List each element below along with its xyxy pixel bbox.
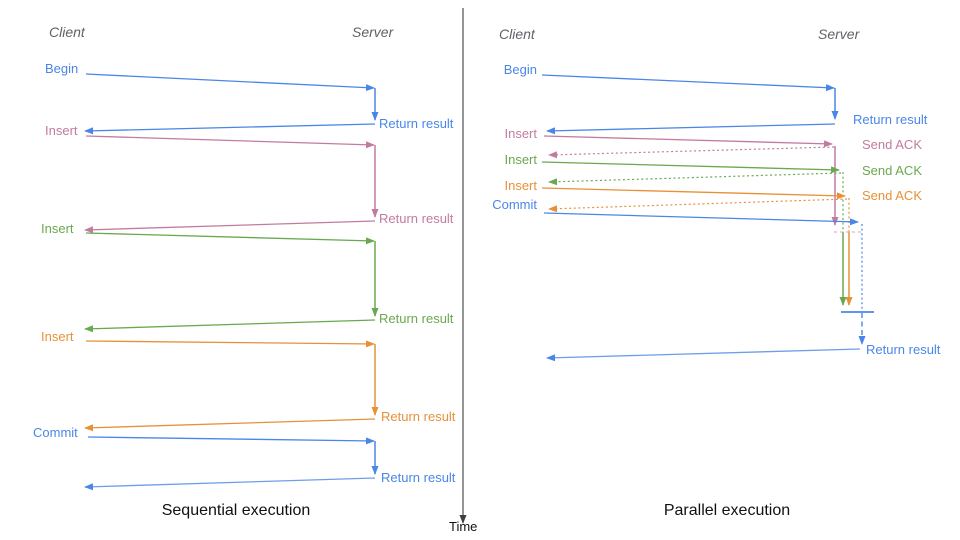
seq-begin-request-arrow [85, 73, 375, 92]
seq-op-begin-label: Begin [45, 61, 79, 76]
seq-return-result-3: Return result [379, 311, 454, 326]
seq-op-insert3-label: Insert [41, 329, 74, 344]
par-final-return-arrow [546, 348, 861, 362]
seq-client-header: Client [49, 24, 85, 40]
par-return-result-commit: Return result [866, 342, 941, 357]
seq-insert1-request-arrow [85, 135, 375, 149]
time-axis-label: Time [449, 519, 478, 534]
par-op-insert3-label: Insert [504, 178, 537, 193]
sequential-panel-arrows [84, 73, 379, 491]
seq-insert1-return-arrow [84, 220, 376, 234]
par-insert2-request-arrow [541, 161, 840, 174]
seq-return-result-5: Return result [381, 470, 456, 485]
par-begin-return-arrow [546, 123, 836, 135]
par-send-ack-3: Send ACK [862, 188, 922, 203]
par-insert2-ack-arrow [548, 172, 842, 186]
par-send-ack-1: Send ACK [862, 137, 922, 152]
par-send-ack-2: Send ACK [862, 163, 922, 178]
seq-insert3-request-arrow [85, 340, 375, 348]
parallel-panel-arrows [541, 74, 874, 362]
par-insert1-ack-arrow [548, 146, 835, 159]
seq-insert3-return-arrow [84, 418, 376, 432]
par-server-header: Server [818, 26, 860, 42]
seq-server-header: Server [352, 24, 394, 40]
seq-caption: Sequential execution [161, 502, 311, 519]
par-insert1-request-arrow [543, 135, 833, 148]
seq-commit-return-arrow [84, 477, 376, 491]
par-op-insert1-label: Insert [504, 126, 537, 141]
par-op-begin-label: Begin [503, 62, 537, 77]
seq-insert2-request-arrow [85, 232, 375, 245]
par-insert3-ack-arrow [548, 198, 848, 213]
par-op-insert2-label: Insert [504, 152, 537, 167]
seq-op-insert2-label: Insert [41, 221, 74, 236]
par-op-commit-label: Commit [492, 197, 537, 212]
seq-begin-return-arrow [84, 123, 376, 135]
seq-return-result-1: Return result [379, 116, 454, 131]
par-return-result-begin: Return result [853, 112, 928, 127]
seq-op-insert1-label: Insert [45, 123, 78, 138]
seq-return-result-2: Return result [379, 211, 454, 226]
par-caption: Parallel execution [663, 502, 791, 519]
par-commit-request-arrow [543, 212, 859, 226]
par-begin-request-arrow [541, 74, 835, 92]
seq-insert2-return-arrow [84, 319, 376, 333]
par-client-header: Client [499, 26, 535, 42]
seq-op-commit-label: Commit [33, 425, 78, 440]
seq-commit-request-arrow [87, 436, 375, 445]
seq-return-result-4: Return result [381, 409, 456, 424]
par-insert3-request-arrow [541, 187, 846, 200]
